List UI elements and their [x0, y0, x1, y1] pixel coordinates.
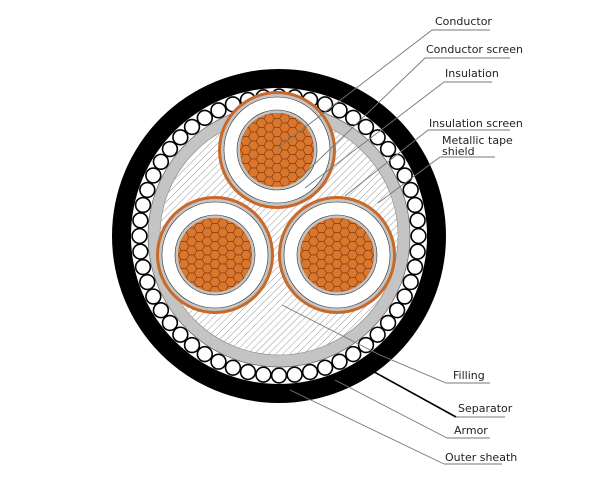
- armor-wire: [345, 109, 362, 127]
- armor-wire: [410, 227, 427, 245]
- armor-wire: [316, 359, 334, 376]
- armor-wire: [239, 363, 257, 381]
- armor-wire: [379, 140, 397, 158]
- armor-wire: [161, 314, 179, 332]
- armor-wire: [145, 288, 162, 305]
- label-conductor: Conductor: [435, 15, 492, 28]
- armor-wire: [139, 273, 156, 291]
- leader-lines: [277, 29, 510, 465]
- armor-wire: [132, 243, 149, 260]
- armor-wire: [409, 212, 426, 229]
- label-metallic-tape-shield-line2: shield: [442, 145, 475, 158]
- armor-wire: [388, 302, 406, 319]
- core-2: [156, 196, 274, 314]
- label-filling: Filling: [453, 369, 485, 382]
- armor-wire: [406, 258, 424, 276]
- armor-wire: [183, 336, 201, 354]
- armor-wire: [402, 273, 419, 291]
- label-conductor-screen: Conductor screen: [426, 43, 523, 56]
- armor-wire: [224, 359, 242, 376]
- armor-wire: [152, 302, 170, 319]
- armor-wire: [210, 353, 227, 370]
- label-insulation: Insulation: [445, 67, 499, 80]
- armor-wire: [172, 129, 189, 146]
- armor-wire: [396, 167, 413, 184]
- armor-wire: [270, 367, 288, 384]
- armor-wire: [132, 212, 149, 229]
- armor-wire: [379, 314, 397, 332]
- armor-wire: [357, 336, 375, 354]
- armor-wire: [331, 102, 348, 119]
- armor-wire: [210, 102, 227, 119]
- armor-wire: [357, 118, 375, 136]
- armor-wire: [369, 129, 386, 146]
- armor-wire: [388, 153, 406, 170]
- armor-wire: [172, 326, 189, 343]
- core-1: [218, 91, 336, 209]
- armor-wire: [402, 181, 419, 199]
- label-metallic-tape-shield: Metallic tape: [442, 134, 513, 147]
- armor-wire: [409, 243, 426, 260]
- armor-wire: [345, 345, 362, 363]
- armor-wire: [196, 345, 213, 363]
- armor-wire: [134, 258, 152, 276]
- armor-wire: [396, 288, 413, 305]
- armor-wire: [406, 196, 424, 214]
- armor-wire: [286, 366, 303, 383]
- armor-wire: [134, 196, 152, 214]
- label-armor: Armor: [454, 424, 488, 437]
- armor-wire: [196, 109, 213, 127]
- label-insulation-screen: Insulation screen: [429, 117, 523, 130]
- label-outer-sheath: Outer sheath: [445, 451, 517, 464]
- label-separator: Separator: [458, 402, 513, 415]
- armor-wire: [139, 181, 156, 199]
- armor-wire: [152, 153, 170, 170]
- armor-wire: [301, 363, 319, 381]
- armor-wire: [131, 227, 148, 245]
- armor-wire: [331, 353, 348, 370]
- armor-wire: [369, 326, 386, 343]
- armor-wire: [161, 140, 179, 158]
- core-3: [278, 196, 396, 314]
- armor-wire: [145, 167, 162, 184]
- armor-wire: [255, 366, 272, 383]
- armor-wire: [183, 118, 201, 136]
